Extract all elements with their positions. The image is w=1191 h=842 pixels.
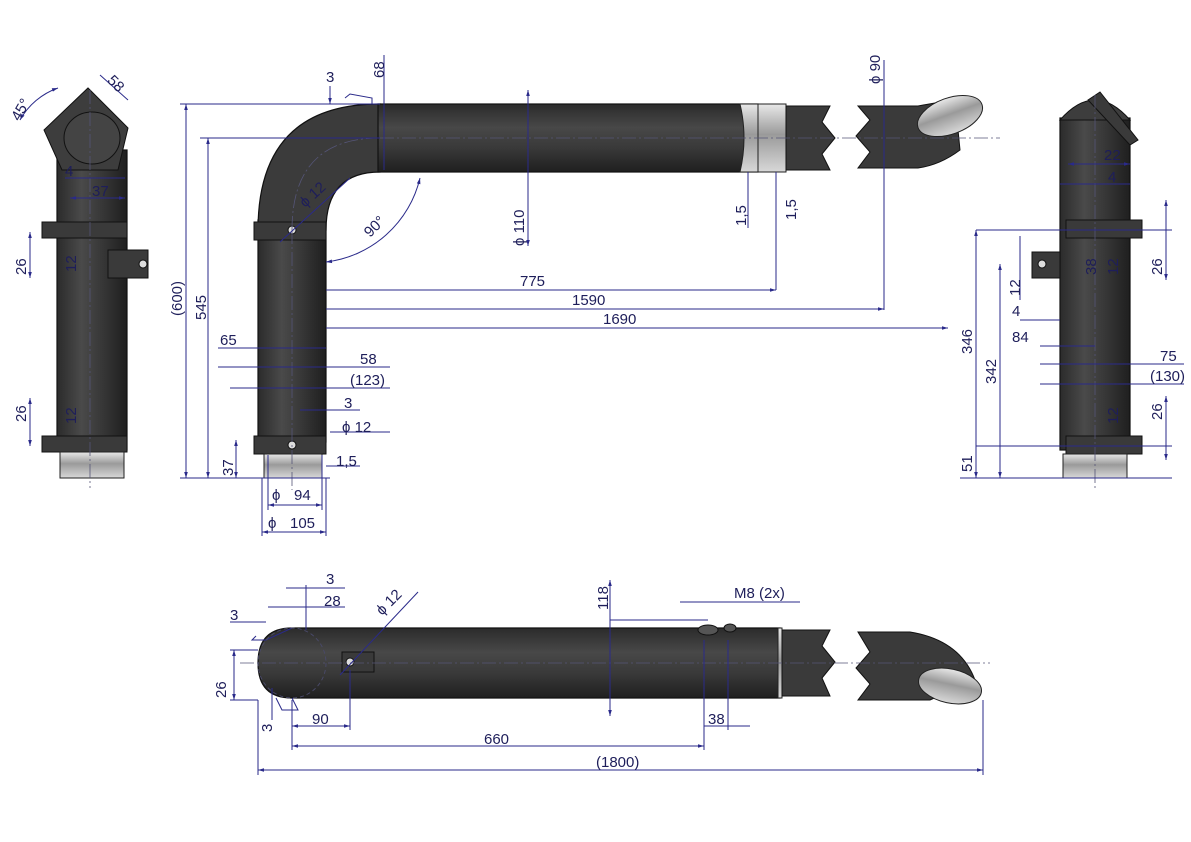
top-hanger-tab-upper	[250, 627, 293, 641]
front-steel-end	[263, 453, 323, 479]
right-dim-51: 51	[959, 455, 976, 472]
right-dim-38: 38	[1083, 258, 1100, 275]
right-view-bolt-hole	[1037, 259, 1047, 269]
top-dim-38: 38	[708, 711, 725, 728]
right-dim-26b: 26	[1149, 403, 1166, 420]
top-pipe	[257, 627, 781, 699]
right-dim-12c: 12	[1105, 407, 1122, 424]
front-dim-123: (123)	[350, 372, 385, 389]
front-dim-dia94: 94	[294, 487, 311, 504]
front-dim-600: (600)	[169, 281, 186, 316]
top-dim-28: 28	[324, 593, 341, 610]
top-tail-opening	[918, 667, 982, 705]
right-dim-84: 84	[1012, 329, 1029, 346]
left-view-bracket-bottom	[41, 435, 128, 453]
left-view-bracket-top	[41, 221, 128, 239]
left-view-elbow-opening	[63, 111, 121, 165]
left-view-steel-end	[59, 451, 125, 479]
front-pipe-bend	[257, 103, 381, 231]
front-dim-1590: 1590	[572, 292, 605, 309]
front-dim-58: 58	[360, 351, 377, 368]
front-dim-775: 775	[520, 273, 545, 290]
right-view-hanger	[1087, 91, 1139, 146]
top-dim-118: 118	[595, 586, 612, 610]
right-dim-12a: 12	[1105, 258, 1122, 275]
front-view: 3 68 ϕ 12 90° ϕ 110 1,5 1,5 ϕ 90 775 159…	[169, 55, 1000, 536]
left-dim-12b: 12	[63, 407, 80, 424]
left-dim-37: 37	[92, 183, 109, 200]
front-dim-1-5a: 1,5	[733, 205, 750, 226]
right-dim-342: 342	[983, 359, 1000, 384]
top-m8-stud-2	[723, 623, 737, 633]
right-dim-75: 75	[1160, 348, 1177, 365]
front-dim-545: 545	[193, 295, 210, 320]
top-dim-dia12: ϕ 12	[373, 586, 406, 619]
right-dim-4b: 4	[1012, 303, 1020, 320]
top-dim-26: 26	[213, 681, 230, 698]
right-side-view: 22 4 26 38 12 12 4 84 346 342 75 (130) 2…	[959, 91, 1185, 488]
front-dim-dia105: 105	[290, 515, 315, 532]
right-dim-26a: 26	[1149, 258, 1166, 275]
top-view: 3 28 ϕ 12 118 M8 (2x) 3 26 3 90 38 660 (…	[213, 571, 990, 775]
left-side-view: 45° 58 4 37 26 12 26 12	[8, 72, 149, 488]
top-hanger-tab-lower	[275, 697, 299, 711]
left-view-pipe	[56, 149, 128, 451]
top-dim-90: 90	[312, 711, 329, 728]
front-dim-dia90: ϕ 90	[867, 55, 884, 84]
top-dim-660: 660	[484, 731, 509, 748]
front-dim-dia110: ϕ 110	[511, 210, 528, 246]
front-dim-dia12-bot: ϕ 12	[342, 419, 371, 436]
left-dim-12a: 12	[63, 255, 80, 272]
right-view-bracket-top	[1065, 219, 1143, 239]
left-view-bolt-hole	[138, 259, 148, 269]
front-dim-3-mid: 3	[344, 395, 352, 412]
left-dim-26b: 26	[13, 405, 30, 422]
front-dim-65: 65	[220, 332, 237, 349]
top-m8-stud-1	[697, 624, 719, 636]
top-dim-1800: (1800)	[596, 754, 639, 771]
front-dim-68: 68	[371, 61, 388, 78]
top-dim-3a: 3	[326, 571, 334, 588]
front-dim-1-5b: 1,5	[783, 199, 800, 220]
left-dim-angle: 45°	[8, 96, 34, 124]
right-view-bracket-bottom	[1065, 435, 1143, 455]
front-hanger-tab	[344, 93, 373, 104]
top-dim-3c: 3	[259, 724, 276, 732]
top-bracket	[341, 651, 375, 673]
front-dim-3-top: 3	[326, 69, 334, 86]
top-dim-3b: 3	[230, 607, 238, 624]
left-dim-26a: 26	[13, 258, 30, 275]
front-dim-dia105-symbol: ϕ	[268, 515, 276, 532]
front-dim-37: 37	[220, 459, 237, 476]
left-dim-4: 4	[65, 163, 73, 180]
left-dim-58: 58	[104, 72, 128, 96]
top-dim-m8: M8 (2x)	[734, 585, 785, 602]
right-dim-4a: 4	[1108, 169, 1116, 186]
front-dim-1-5c: 1,5	[336, 453, 357, 470]
top-bolt-hole	[345, 657, 355, 667]
right-dim-22: 22	[1104, 147, 1121, 164]
right-dim-12b: 12	[1007, 279, 1024, 296]
right-dim-346: 346	[959, 329, 976, 354]
front-dim-1690: 1690	[603, 311, 636, 328]
front-dim-dia94-symbol: ϕ	[272, 487, 280, 504]
front-tail-opening	[916, 94, 984, 138]
right-dim-130: (130)	[1150, 368, 1185, 385]
